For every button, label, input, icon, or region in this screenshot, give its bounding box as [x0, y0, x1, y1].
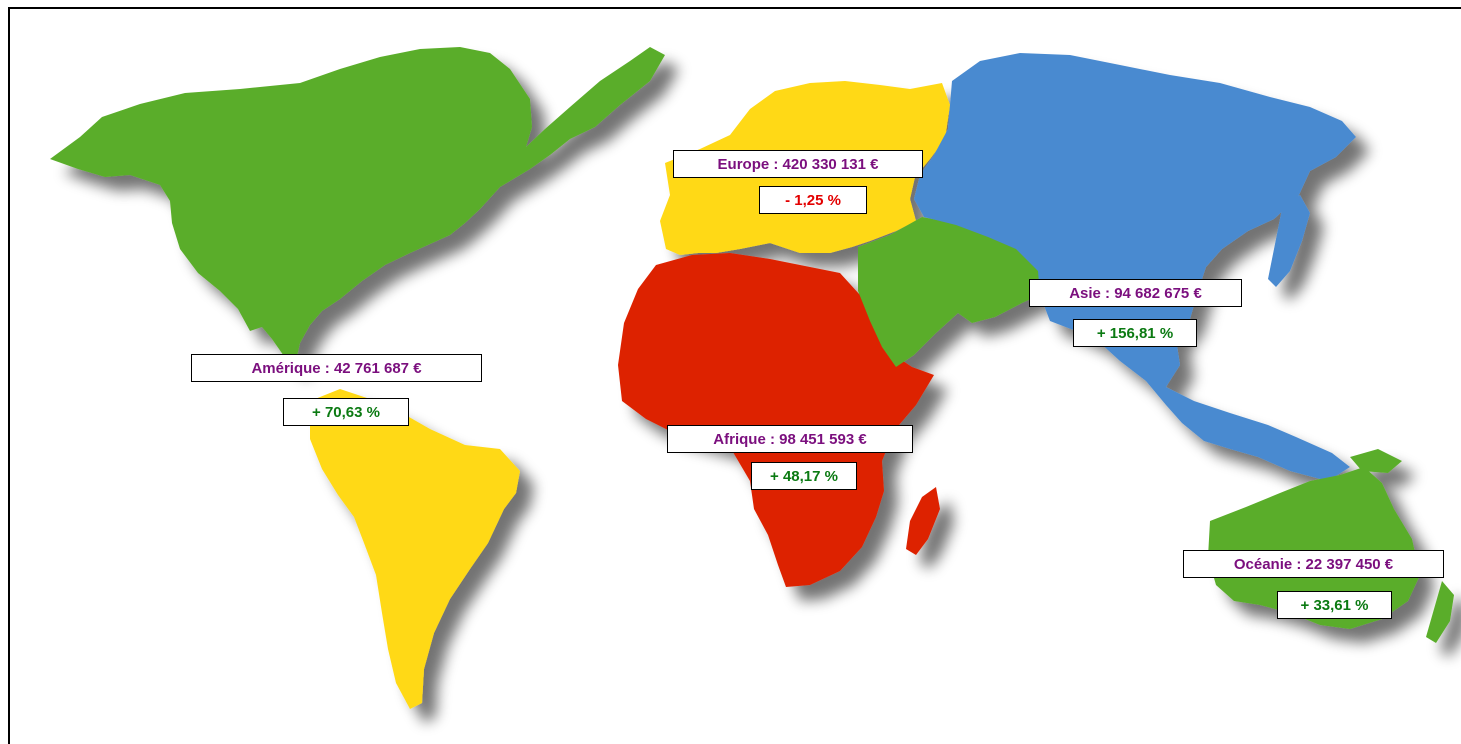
region-nouvelle-zelande — [1426, 581, 1454, 643]
region-moyen-orient — [858, 217, 1044, 367]
oceanie-value-label: Océanie : 22 397 450 € — [1183, 550, 1444, 578]
region-amerique-sud — [310, 389, 520, 709]
amerique-value-label: Amérique : 42 761 687 € — [191, 354, 482, 382]
europe-change-label: - 1,25 % — [759, 186, 867, 214]
region-madagascar — [906, 487, 940, 555]
afrique-change-label: + 48,17 % — [751, 462, 857, 490]
amerique-change-label: + 70,63 % — [283, 398, 409, 426]
map-frame: Europe : 420 330 131 € - 1,25 % Amérique… — [8, 7, 1461, 744]
region-asie — [914, 53, 1356, 481]
region-oceanie — [1208, 467, 1420, 629]
afrique-value-label: Afrique : 98 451 593 € — [667, 425, 913, 453]
region-afrique — [618, 253, 934, 587]
region-japon — [1268, 195, 1310, 287]
europe-value-label: Europe : 420 330 131 € — [673, 150, 923, 178]
region-papouasie — [1350, 449, 1402, 473]
asie-value-label: Asie : 94 682 675 € — [1029, 279, 1242, 307]
oceanie-change-label: + 33,61 % — [1277, 591, 1392, 619]
asie-change-label: + 156,81 % — [1073, 319, 1197, 347]
region-amerique-nord — [50, 47, 665, 365]
